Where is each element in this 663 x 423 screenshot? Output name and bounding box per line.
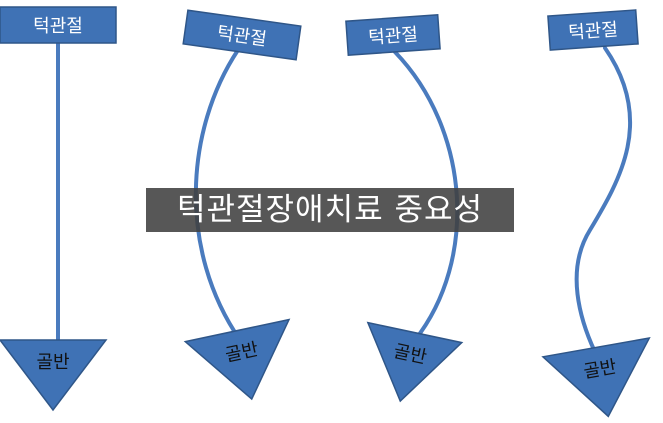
jaw-box-label: 턱관절 (568, 19, 619, 43)
overlay-title: 턱관절장애치료 중요성 (146, 188, 514, 232)
jaw-box-label: 턱관절 (33, 16, 83, 37)
jaw-box (0, 6, 117, 44)
spine-line (574, 46, 632, 354)
jaw-box (182, 9, 302, 61)
pelvis-triangle (541, 337, 651, 418)
pelvis-triangle (0, 339, 108, 412)
pelvis-triangle (366, 321, 464, 403)
figure-2: 턱관절 골반 (182, 9, 302, 401)
figure-1: 턱관절 골반 (0, 6, 117, 412)
jaw-box (345, 14, 441, 56)
jaw-box (547, 9, 639, 51)
jaw-box-label: 턱관절 (368, 24, 419, 48)
pelvis-triangle-label: 골반 (36, 352, 69, 373)
figure-4: 턱관절 골반 (541, 9, 651, 418)
pelvis-triangle (183, 318, 291, 401)
